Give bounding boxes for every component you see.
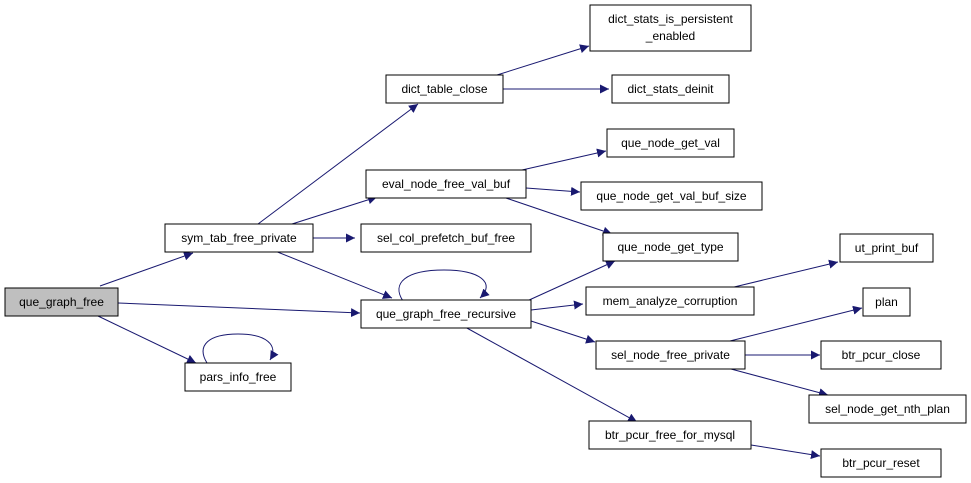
node-label: btr_pcur_close xyxy=(842,348,921,362)
edge-que-graph-free-recursive-to-mem-analyze-corruption xyxy=(530,300,584,311)
node-sym-tab-free-private[interactable]: sym_tab_free_private xyxy=(164,223,314,253)
node-sel-node-get-nth-plan[interactable]: sel_node_get_nth_plan xyxy=(808,394,967,424)
node-dict-table-close[interactable]: dict_table_close xyxy=(385,74,504,104)
edge-eval-node-free-val-buf-to-que-node-get-type xyxy=(502,196,613,236)
edge-mem-analyze-corruption-to-ut-print-buf xyxy=(729,259,839,289)
node-btr-pcur-free-for-mysql[interactable]: btr_pcur_free_for_mysql xyxy=(588,420,752,450)
node-que-node-get-type[interactable]: que_node_get_type xyxy=(602,232,739,262)
edge-que-graph-free-recursive-to-que-node-get-type xyxy=(526,260,616,302)
edge-que-graph-free-recursive-self-loop xyxy=(398,269,490,302)
node-plan[interactable]: plan xyxy=(862,287,911,317)
node-btr-pcur-close[interactable]: btr_pcur_close xyxy=(820,340,942,370)
node-que-graph-free-recursive[interactable]: que_graph_free_recursive xyxy=(360,299,532,329)
node-btr-pcur-reset[interactable]: btr_pcur_reset xyxy=(820,448,942,478)
node-eval-node-free-val-buf[interactable]: eval_node_free_val_buf xyxy=(365,169,527,199)
node-label: mem_analyze_corruption xyxy=(603,294,738,308)
node-label: ut_print_buf xyxy=(855,241,919,255)
node-que-node-get-val[interactable]: que_node_get_val xyxy=(606,128,735,158)
node-label: que_node_get_val_buf_size xyxy=(596,189,746,203)
edge-sel-node-free-private-to-sel-node-get-nth-plan xyxy=(730,368,829,398)
node-label: sel_col_prefetch_buf_free xyxy=(377,231,515,245)
node-label: pars_info_free xyxy=(200,370,277,384)
node-label-line-2: _enabled xyxy=(645,29,695,43)
node-mem-analyze-corruption[interactable]: mem_analyze_corruption xyxy=(585,286,755,316)
node-label: dict_stats_deinit xyxy=(627,82,714,96)
node-label: que_node_get_type xyxy=(617,240,723,254)
edge-que-graph-free-recursive-to-btr-pcur-free-for-mysql xyxy=(464,326,638,423)
node-dict-stats-deinit[interactable]: dict_stats_deinit xyxy=(611,74,730,104)
node-label: que_node_get_val xyxy=(621,136,720,150)
node-sel-col-prefetch-buf-free[interactable]: sel_col_prefetch_buf_free xyxy=(360,223,532,253)
node-label: plan xyxy=(875,295,898,309)
node-label: btr_pcur_free_for_mysql xyxy=(605,428,735,442)
edge-btr-pcur-free-for-mysql-to-btr-pcur-reset xyxy=(750,444,821,460)
node-label: eval_node_free_val_buf xyxy=(382,177,511,191)
edge-que-graph-free-to-que-graph-free-recursive xyxy=(117,302,361,318)
edge-que-graph-free-to-sym-tab-free-private xyxy=(99,251,194,287)
node-label: btr_pcur_reset xyxy=(842,456,920,470)
edge-eval-node-free-val-buf-to-que-node-get-val xyxy=(521,148,607,171)
node-que-node-get-val-buf-size[interactable]: que_node_get_val_buf_size xyxy=(580,181,763,211)
nodes-layer: que_graph_free sym_tab_free_private pars… xyxy=(4,4,967,478)
node-ut-print-buf[interactable]: ut_print_buf xyxy=(839,233,934,263)
edge-eval-node-free-val-buf-to-que-node-get-val-buf-size xyxy=(525,186,581,196)
node-pars-info-free[interactable]: pars_info_free xyxy=(184,362,292,392)
node-label: dict_table_close xyxy=(401,82,487,96)
node-label: sym_tab_free_private xyxy=(181,231,297,245)
node-dict-stats-is-persistent-enabled[interactable]: dict_stats_is_persistent _enabled xyxy=(589,4,752,52)
node-label: sel_node_free_private xyxy=(611,348,730,362)
node-label: sel_node_get_nth_plan xyxy=(825,402,950,416)
edge-sel-node-free-private-to-plan xyxy=(729,305,863,342)
edge-pars-info-free-self-loop xyxy=(202,333,279,364)
node-que-graph-free[interactable]: que_graph_free xyxy=(4,287,119,317)
edge-que-graph-free-recursive-to-sel-node-free-private xyxy=(530,320,596,344)
node-label-line-1: dict_stats_is_persistent xyxy=(608,12,733,26)
edge-sym-tab-free-private-to-dict-table-close xyxy=(257,103,419,225)
node-sel-node-free-private[interactable]: sel_node_free_private xyxy=(595,340,746,370)
edge-sym-tab-free-private-to-que-graph-free-recursive xyxy=(274,250,393,299)
node-label: que_graph_free_recursive xyxy=(376,307,516,321)
edge-que-graph-free-to-pars-info-free xyxy=(97,315,197,364)
edge-sym-tab-free-private-to-eval-node-free-val-buf xyxy=(291,195,378,225)
node-label: que_graph_free xyxy=(19,295,104,309)
edges-layer xyxy=(97,44,863,460)
edge-dict-table-close-to-dict-stats-is-persistent-enabled xyxy=(496,44,590,76)
